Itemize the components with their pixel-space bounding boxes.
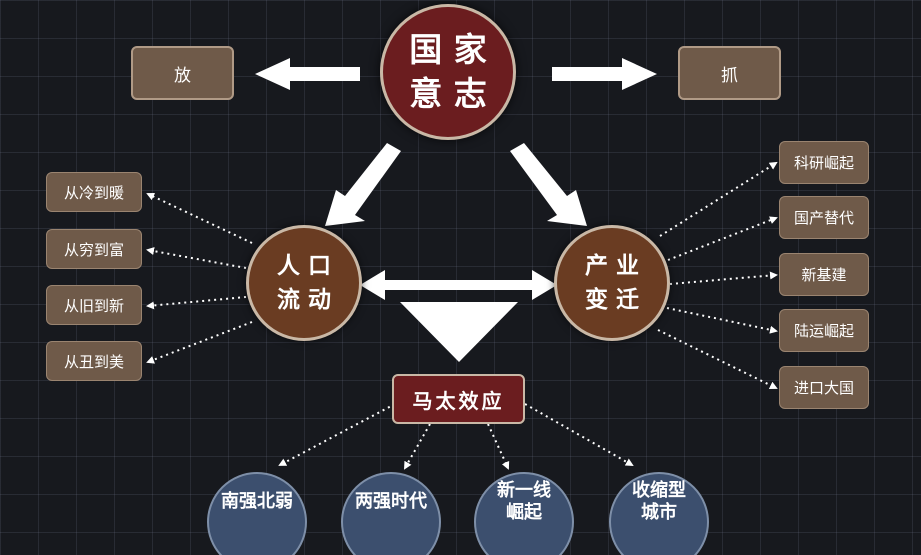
link-bottom-2 xyxy=(404,423,431,470)
population-flow-label: 人 口 流 动 xyxy=(276,253,331,313)
bottom-circle-2-label: 两强时代 xyxy=(355,491,427,512)
link-left-1 xyxy=(146,192,253,244)
double-arrow-population-industry xyxy=(360,270,557,300)
right-item-3: 新基建 xyxy=(779,253,869,296)
matthew-effect-label: 马太效应 xyxy=(412,388,505,413)
arrow-to-left-box xyxy=(255,58,360,90)
link-right-2 xyxy=(667,216,778,261)
link-right-5 xyxy=(657,329,778,389)
link-left-2 xyxy=(146,247,247,269)
grasp-box: 抓 xyxy=(678,46,781,100)
right-item-2: 国产替代 xyxy=(779,196,869,239)
right-item-1-label: 科研崛起 xyxy=(793,154,854,172)
left-item-4-label: 从丑到美 xyxy=(63,352,124,371)
right-item-3-label: 新基建 xyxy=(801,266,847,284)
right-item-5: 进口大国 xyxy=(779,366,869,409)
right-item-2-label: 国产替代 xyxy=(793,209,854,227)
right-item-5-label: 进口大国 xyxy=(793,379,854,397)
population-flow-circle: 人 口 流 动 xyxy=(246,225,362,341)
bottom-circle-4-label: 收缩型 城市 xyxy=(632,480,686,523)
left-item-3: 从旧到新 xyxy=(46,285,142,325)
left-item-1: 从冷到暖 xyxy=(46,172,142,212)
bottom-circle-1: 南强北弱 xyxy=(207,472,307,555)
arrow-to-industry xyxy=(510,143,587,226)
industry-change-label: 产 业 变 迁 xyxy=(584,253,639,313)
national-will-label: 国 家 意 志 xyxy=(409,30,487,113)
bottom-circle-3: 新一线 崛起 xyxy=(474,472,574,555)
right-item-1: 科研崛起 xyxy=(779,141,869,184)
right-item-4: 陆运崛起 xyxy=(779,309,869,352)
link-right-3 xyxy=(669,271,778,285)
link-bottom-4 xyxy=(524,403,634,466)
grasp-label: 抓 xyxy=(721,65,738,86)
bottom-circle-3-label: 新一线 崛起 xyxy=(497,480,551,523)
bottom-circle-2: 两强时代 xyxy=(341,472,441,555)
triangle-down xyxy=(400,302,518,362)
left-item-1-label: 从冷到暖 xyxy=(63,183,124,202)
matthew-effect-box: 马太效应 xyxy=(392,374,525,424)
left-item-2-label: 从穷到富 xyxy=(63,240,124,259)
link-right-1 xyxy=(659,161,778,237)
arrow-to-population xyxy=(325,143,401,226)
left-item-4: 从丑到美 xyxy=(46,341,142,381)
bottom-circle-1-label: 南强北弱 xyxy=(221,491,293,512)
link-left-4 xyxy=(146,321,253,364)
link-right-4 xyxy=(666,307,778,334)
right-item-4-label: 陆运崛起 xyxy=(793,322,854,340)
link-bottom-3 xyxy=(487,423,510,470)
bottom-circle-4: 收缩型 城市 xyxy=(609,472,709,555)
release-box: 放 xyxy=(131,46,234,100)
link-bottom-1 xyxy=(278,403,396,466)
left-item-2: 从穷到富 xyxy=(46,229,142,269)
national-will-circle: 国 家 意 志 xyxy=(380,4,516,140)
left-item-3-label: 从旧到新 xyxy=(63,296,124,315)
link-left-3 xyxy=(146,296,247,310)
release-label: 放 xyxy=(174,65,191,86)
industry-change-circle: 产 业 变 迁 xyxy=(554,225,670,341)
arrow-to-right-box xyxy=(552,58,657,90)
